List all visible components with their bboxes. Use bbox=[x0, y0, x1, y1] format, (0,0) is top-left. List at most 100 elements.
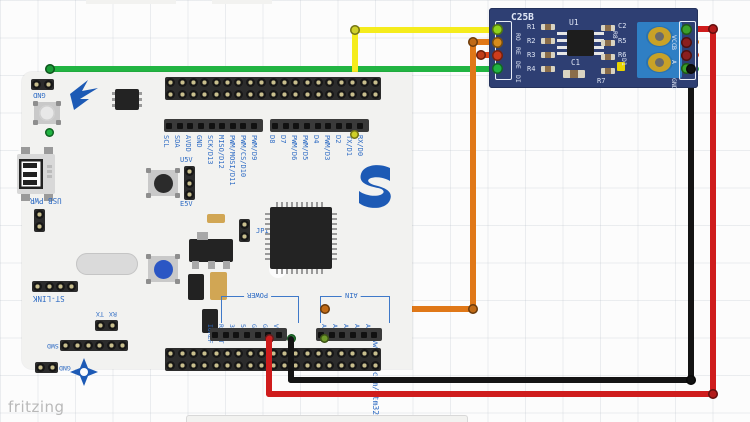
rs485-r7-label: R7 bbox=[597, 77, 606, 85]
stlink-oval-pad bbox=[76, 253, 138, 275]
silk-pwm-mosi-d11: PWM/MOSI/D11 bbox=[228, 135, 236, 186]
rs485-pin-di-label: DI bbox=[514, 75, 522, 83]
st-link-header[interactable] bbox=[32, 281, 78, 293]
gnd-header-bottom[interactable] bbox=[35, 362, 58, 374]
cn1-gnd-label: GND bbox=[33, 91, 46, 99]
ain-silk-box bbox=[320, 296, 390, 323]
red-wire-vertical-right[interactable] bbox=[710, 26, 716, 397]
jp1-header[interactable] bbox=[239, 219, 251, 242]
rs485-pad-b[interactable] bbox=[681, 37, 692, 48]
st-logo-top bbox=[70, 80, 98, 110]
rs485-resistor-7 bbox=[601, 68, 615, 74]
rs485-resistor-2 bbox=[541, 38, 555, 44]
silk-pwm-d6: PWM/D6 bbox=[290, 135, 298, 161]
rs485-resistor-1 bbox=[541, 24, 555, 30]
red-wire-top[interactable] bbox=[686, 26, 716, 32]
power-silk-box bbox=[221, 296, 299, 323]
rs485-max485-ic bbox=[557, 30, 604, 56]
rs485-pad-a[interactable] bbox=[681, 50, 692, 61]
rs485-resistor-4 bbox=[541, 66, 555, 72]
rs485-pin-de-label: DE bbox=[514, 61, 522, 69]
arduino-header-d8-d0[interactable] bbox=[270, 119, 369, 132]
jp1-label: JP1 bbox=[256, 227, 269, 235]
cn1-gnd-header[interactable] bbox=[31, 79, 54, 91]
rs485-pad-re[interactable] bbox=[492, 37, 503, 48]
capacitor-black bbox=[188, 274, 204, 300]
swd-header[interactable] bbox=[60, 340, 129, 352]
rs485-capacitor-c1 bbox=[563, 70, 585, 78]
rs485-led bbox=[617, 62, 625, 71]
rs485-d1-label: D1 bbox=[620, 58, 628, 66]
st-link-label: ST-LINK bbox=[33, 294, 65, 303]
morpho-header-top-left[interactable] bbox=[165, 77, 382, 100]
rs485-pad-di[interactable] bbox=[492, 63, 503, 74]
black-bend-dot-bottom[interactable] bbox=[686, 375, 696, 385]
red-wire-vertical-left[interactable] bbox=[266, 336, 272, 397]
tx-label: TX bbox=[96, 310, 104, 318]
silk-d8: D8 bbox=[268, 135, 276, 144]
pin-dot-a0[interactable] bbox=[320, 334, 329, 343]
red-wire-bottom[interactable] bbox=[266, 391, 716, 397]
u5v-label: U5V bbox=[180, 156, 193, 164]
u5v-e5v-jumper[interactable] bbox=[184, 166, 196, 201]
gnd-small-label: GND bbox=[59, 364, 71, 372]
silk-avdd: AVDD bbox=[184, 135, 192, 152]
black-wire-vertical-right[interactable] bbox=[688, 66, 694, 383]
rs485-pad-de[interactable] bbox=[492, 50, 503, 61]
silk-rx-d0: RX/D0 bbox=[356, 135, 364, 157]
user-button-blue[interactable] bbox=[146, 254, 180, 284]
yellow-bend-dot[interactable] bbox=[350, 25, 360, 35]
rs485-pin-a-label: A bbox=[670, 60, 678, 64]
rs485-resistor-3 bbox=[541, 52, 555, 58]
rs485-pad-ro[interactable] bbox=[492, 24, 503, 35]
rs485-r2-label: R2 bbox=[527, 37, 536, 45]
black-bend-dot-right[interactable] bbox=[686, 64, 696, 74]
orange-bend-dot-top[interactable] bbox=[468, 37, 478, 47]
pin-dot-d8[interactable] bbox=[45, 128, 54, 137]
rs485-pad-vcc[interactable] bbox=[681, 24, 692, 35]
arduino-power-header[interactable] bbox=[210, 328, 287, 341]
stlink-mcu-chip bbox=[112, 89, 142, 110]
rs485-r1-label: R1 bbox=[527, 23, 536, 31]
green-bend-dot[interactable] bbox=[45, 64, 55, 74]
user-button-black[interactable] bbox=[146, 168, 180, 198]
rs485-resistor-5 bbox=[601, 40, 615, 46]
arduino-header-d15-d9[interactable] bbox=[164, 119, 263, 132]
rs485-r5-label: R5 bbox=[618, 37, 627, 45]
pin-dot-d2[interactable] bbox=[350, 130, 359, 139]
rs485-module[interactable]: C25B RO RE DE DI R1 R2 R3 R4 U1 C1 bbox=[489, 8, 698, 90]
usb-pwr-label: USB PWR bbox=[30, 196, 62, 205]
black-wire-bottom[interactable] bbox=[288, 377, 694, 383]
reset-button-stlink[interactable] bbox=[33, 101, 61, 125]
silk-pwm-d5: PWM/D5 bbox=[301, 135, 309, 161]
orange-bend-dot-bottom[interactable] bbox=[468, 304, 478, 314]
stm32-nucleo-board[interactable]: GND bbox=[13, 72, 412, 422]
stlink-jumper-header[interactable] bbox=[34, 209, 46, 232]
morpho-header-bottom[interactable] bbox=[165, 348, 382, 371]
usb-connector[interactable] bbox=[17, 147, 59, 201]
rs485-pin-re-label: RE bbox=[514, 47, 522, 55]
red-bend-dot-right[interactable] bbox=[708, 24, 718, 34]
silk-gnd: GND bbox=[195, 135, 203, 148]
red-bend-dot-bottom[interactable] bbox=[708, 389, 718, 399]
rs485-r6-label: R6 bbox=[618, 51, 627, 59]
tx-rx-header[interactable] bbox=[95, 320, 118, 332]
silk-d7: D7 bbox=[279, 135, 287, 144]
stm32-mcu bbox=[265, 202, 337, 274]
st-logo-large bbox=[359, 165, 391, 208]
smd-capacitor-gold bbox=[207, 214, 225, 223]
silk-miso-d12: MISO/D12 bbox=[217, 135, 225, 169]
arduino-analog-header[interactable] bbox=[316, 328, 382, 341]
rs485-u1-label: U1 bbox=[569, 18, 579, 27]
rs485-pin-vcc-label: VCC bbox=[670, 35, 678, 47]
black-wire-vertical-left[interactable] bbox=[288, 336, 294, 383]
green-wire[interactable] bbox=[47, 66, 699, 72]
orange-bend-dot-left[interactable] bbox=[320, 304, 330, 314]
orange-wire-upper-leg[interactable] bbox=[470, 39, 476, 312]
voltage-regulator bbox=[189, 232, 233, 269]
rs485-screw-terminal[interactable] bbox=[637, 22, 682, 78]
red-orange-bend-dot[interactable] bbox=[476, 50, 486, 60]
top-partial-part-right bbox=[212, 0, 272, 4]
rs485-title: C25B bbox=[511, 12, 534, 23]
rs485-c1-label: C1 bbox=[571, 58, 581, 67]
